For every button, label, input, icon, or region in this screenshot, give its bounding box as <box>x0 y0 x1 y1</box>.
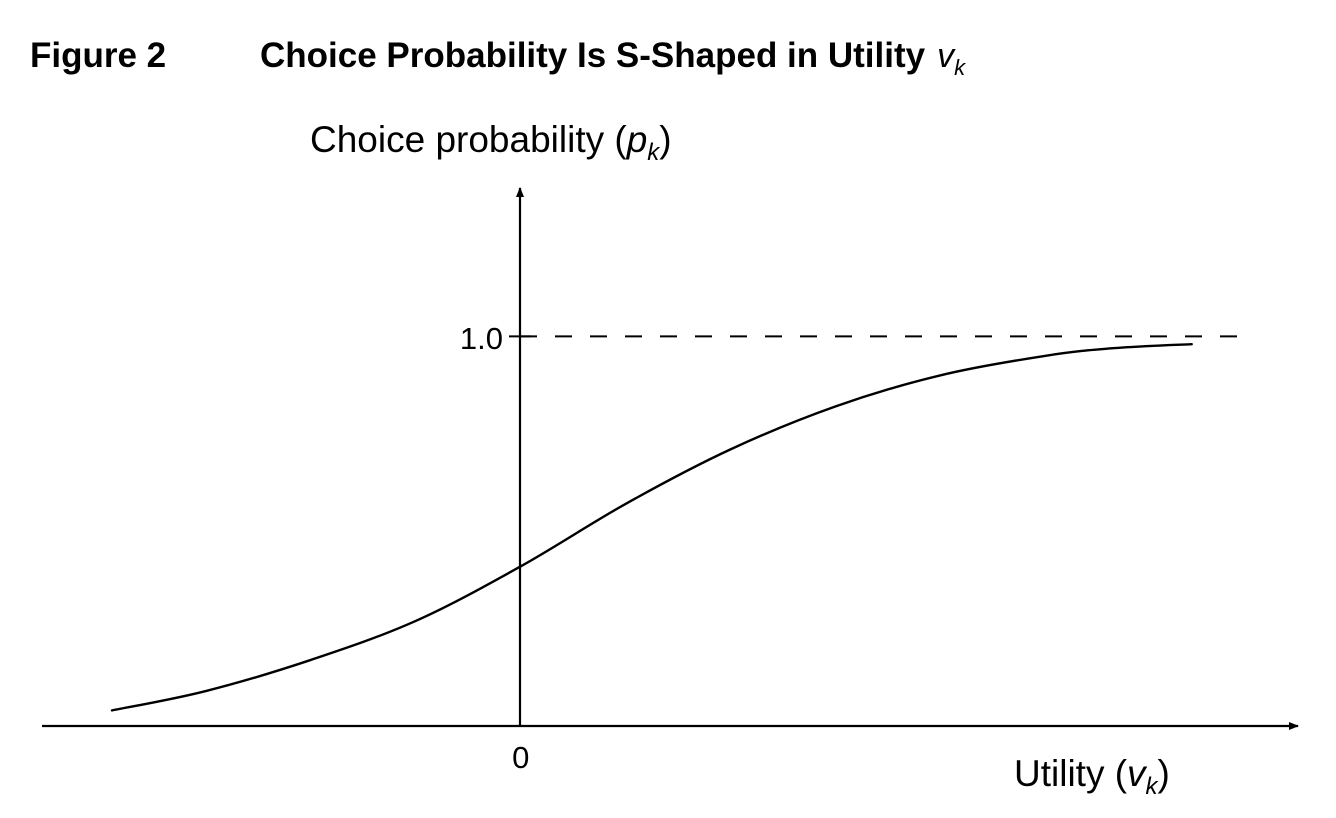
x-axis-label-text: Utility ( <box>1014 753 1128 794</box>
x-tick-label-0: 0 <box>512 740 529 775</box>
x-axis-label-variable: v <box>1127 753 1148 794</box>
y-axis-label-text: Choice probability ( <box>310 119 627 160</box>
x-axis-label: Utility (vk) <box>1014 753 1170 800</box>
x-axis-label-close: ) <box>1158 753 1170 794</box>
figure-title-variable: v <box>937 37 956 75</box>
x-axis-label-subscript: k <box>1146 773 1160 800</box>
figure-title: Choice Probability Is S-Shaped in Utilit… <box>260 36 966 80</box>
figure-title-subscript: k <box>954 55 966 80</box>
figure-title-text: Choice Probability Is S-Shaped in Utilit… <box>260 36 926 75</box>
figure-label: Figure 2 <box>30 36 166 75</box>
y-axis-label-close: ) <box>659 119 671 160</box>
y-axis-label: Choice probability (pk) <box>310 119 672 166</box>
y-axis-label-subscript: k <box>647 139 661 166</box>
series-line <box>110 343 1193 712</box>
y-tick-label-1: 1.0 <box>460 321 503 356</box>
y-axis-label-variable: p <box>626 119 648 160</box>
